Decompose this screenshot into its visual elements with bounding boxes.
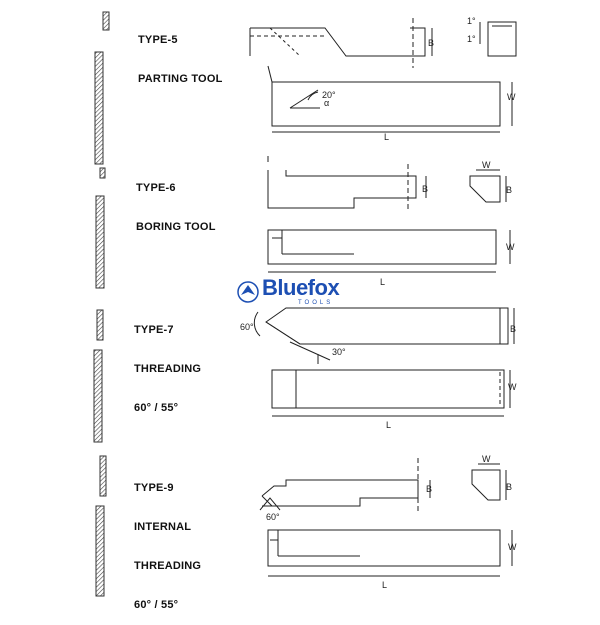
fox-emblem-icon: [237, 281, 259, 303]
type6-name: BORING TOOL: [136, 221, 216, 233]
type9-end-w: W: [482, 454, 491, 464]
type9-name-3: 60° / 55°: [134, 599, 179, 611]
tool-diagram-sheet: B 20° α W L 1° 1° B W L W B 60° 30° B W …: [93, 11, 517, 597]
type5-dim-1a: 1°: [467, 16, 476, 26]
logo-wordmark: Bluefox: [262, 275, 340, 300]
type9-dim-angle: 60°: [266, 512, 280, 522]
type5-label: TYPE-5 PARTING TOOL: [138, 8, 223, 99]
type7-dim-angle-b: 30°: [332, 347, 346, 357]
type5-type: TYPE-5: [138, 34, 178, 46]
type5-dim-alpha: α: [324, 98, 329, 108]
type7-dim-angle-a: 60°: [240, 322, 254, 332]
logo-tagline: TOOLS: [298, 300, 334, 306]
type5-top-view: [250, 27, 426, 57]
type9-type: TYPE-9: [134, 482, 174, 494]
type6-type: TYPE-6: [136, 182, 176, 194]
type7-label: TYPE-7 THREADING 60° / 55°: [134, 298, 201, 428]
type7-dim-l: L: [386, 420, 391, 430]
type7-type: TYPE-7: [134, 324, 174, 336]
type5-side-view: [271, 81, 501, 127]
type9-end-b: B: [506, 482, 512, 492]
type7-name-2: 60° / 55°: [134, 402, 179, 414]
type6-thumb-bar: [95, 195, 105, 289]
type6-end-w: W: [482, 160, 491, 170]
type9-dim-l: L: [382, 580, 387, 590]
type7-name-1: THREADING: [134, 363, 202, 375]
type6-dim-l: L: [380, 277, 385, 287]
type9-thumb-bar: [95, 505, 105, 597]
type5-dim-w: W: [507, 92, 516, 102]
type9-side-view: [267, 529, 501, 567]
type9-name-1: INTERNAL: [134, 521, 192, 533]
type5-end-view: [487, 21, 517, 57]
bluefox-logo: Bluefox TOOLS: [234, 276, 354, 316]
type7-dim-b: B: [510, 324, 516, 334]
type5-dim-angle: 20°: [322, 90, 336, 100]
type6-top-view: [267, 170, 417, 209]
type7-drawings: [93, 307, 515, 443]
type6-end-view: [469, 175, 501, 203]
type9-name-2: THREADING: [134, 560, 202, 572]
type5-dim-b: B: [428, 38, 434, 48]
type6-drawings: [95, 156, 511, 289]
type9-dim-b: B: [426, 484, 432, 494]
type6-thumb-tip: [99, 167, 106, 179]
type7-thumb-tip: [96, 309, 104, 341]
type5-dim-1b: 1°: [467, 34, 476, 44]
type6-dim-b: B: [422, 184, 428, 194]
type7-thumb-bar: [93, 349, 103, 443]
type7-dim-w: W: [508, 382, 517, 392]
type6-end-b: B: [506, 185, 512, 195]
type5-name: PARTING TOOL: [138, 73, 223, 85]
type6-dim-w: W: [506, 242, 515, 252]
type5-thumb-bar: [94, 51, 104, 165]
type5-drawings: [94, 11, 517, 165]
type9-top-view: [261, 479, 419, 507]
type6-label: TYPE-6 BORING TOOL: [136, 156, 216, 247]
type9-end-view: [471, 469, 501, 501]
type5-dim-l: L: [384, 132, 389, 142]
type6-side-view: [267, 229, 497, 265]
type9-drawings: [95, 455, 513, 597]
type5-thumb-tip: [102, 11, 110, 31]
type7-side-view: [271, 369, 505, 409]
type9-thumb-tip: [99, 455, 107, 497]
type9-dim-w: W: [508, 542, 517, 552]
